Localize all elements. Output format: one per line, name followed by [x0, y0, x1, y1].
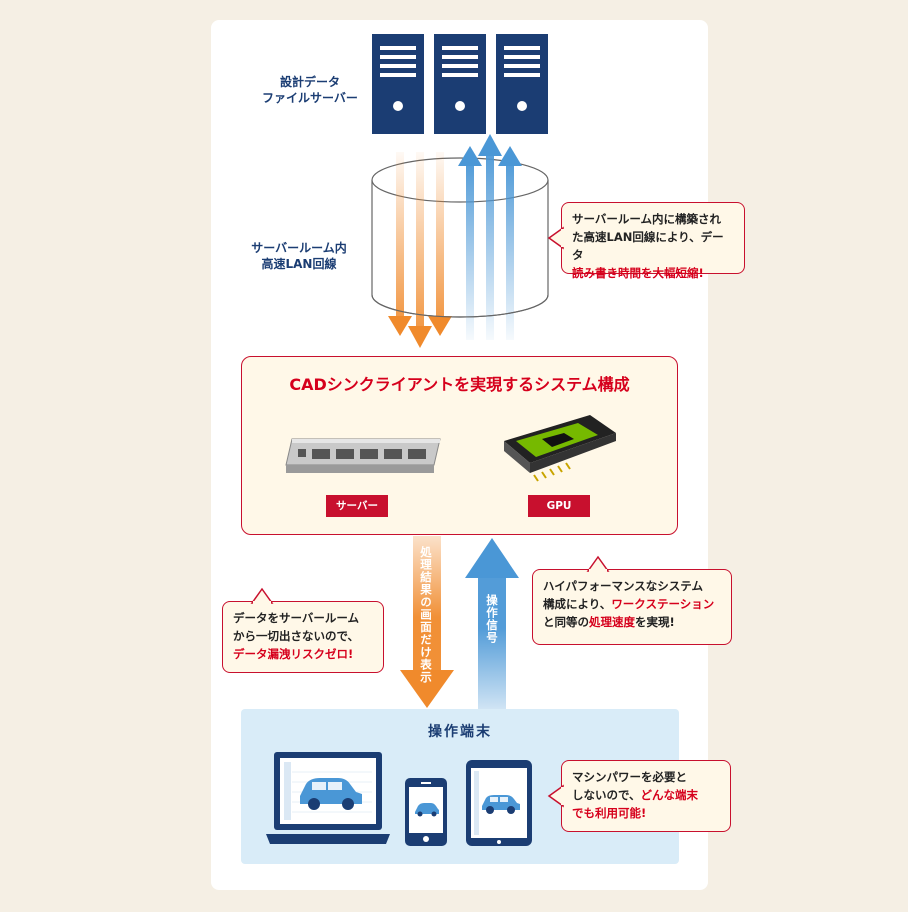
system-configuration-box: CADシンクライアントを実現するシステム構成 サーバー GPU	[241, 356, 678, 535]
terminal-title: 操作端末	[428, 724, 492, 740]
up-arrow-icon	[458, 146, 482, 340]
down-arrow-icon	[388, 152, 412, 336]
operation-signal-label: 操作信号	[485, 594, 499, 644]
tablet-icon	[466, 760, 532, 846]
file-server-label: 設計データ ファイルサーバー	[262, 75, 358, 105]
server-icon-1	[372, 34, 424, 134]
car-icon	[300, 778, 362, 810]
server-icon-3	[496, 34, 548, 134]
result-display-label: 処理結果の画面だけ表示	[419, 546, 433, 684]
callout-tail	[547, 226, 564, 250]
server-icon-2	[434, 34, 486, 134]
file-server-icons	[372, 34, 548, 134]
gpu-tag: GPU	[528, 495, 590, 517]
system-title: CADシンクライアントを実現するシステム構成	[289, 375, 630, 394]
callout-tail	[547, 784, 564, 808]
callout-lan: サーバールーム内に構築され た高速LAN回線により、データ 読み書き時間を大幅短…	[561, 202, 745, 280]
car-icon	[415, 803, 439, 817]
down-arrow-icon	[428, 152, 452, 336]
car-icon	[482, 795, 520, 814]
rack-server-icon	[285, 438, 441, 473]
gpu-card-icon	[504, 415, 616, 482]
callout-tail	[586, 555, 610, 572]
callout-terminal: マシンパワーを必要と しないので、どんな端末 でも利用可能!	[561, 760, 731, 832]
up-arrow-icon	[478, 134, 502, 340]
callout-tail	[250, 587, 274, 604]
lan-label: サーバールーム内 高速LAN回線	[251, 241, 347, 271]
operation-signal-arrow	[465, 538, 519, 710]
down-arrow-icon	[408, 152, 432, 348]
callout-performance: ハイパフォーマンスなシステム 構成により、ワークステーション と同等の処理速度を…	[532, 569, 732, 645]
server-tag: サーバー	[326, 495, 388, 517]
callout-data-leak: データをサーバールーム から一切出さないので、 データ漏洩リスクゼロ!	[222, 601, 384, 673]
smartphone-icon	[405, 778, 447, 846]
laptop-icon	[266, 752, 390, 844]
result-display-arrow	[400, 536, 454, 708]
lan-cylinder	[371, 134, 549, 348]
up-arrow-icon	[498, 146, 522, 340]
